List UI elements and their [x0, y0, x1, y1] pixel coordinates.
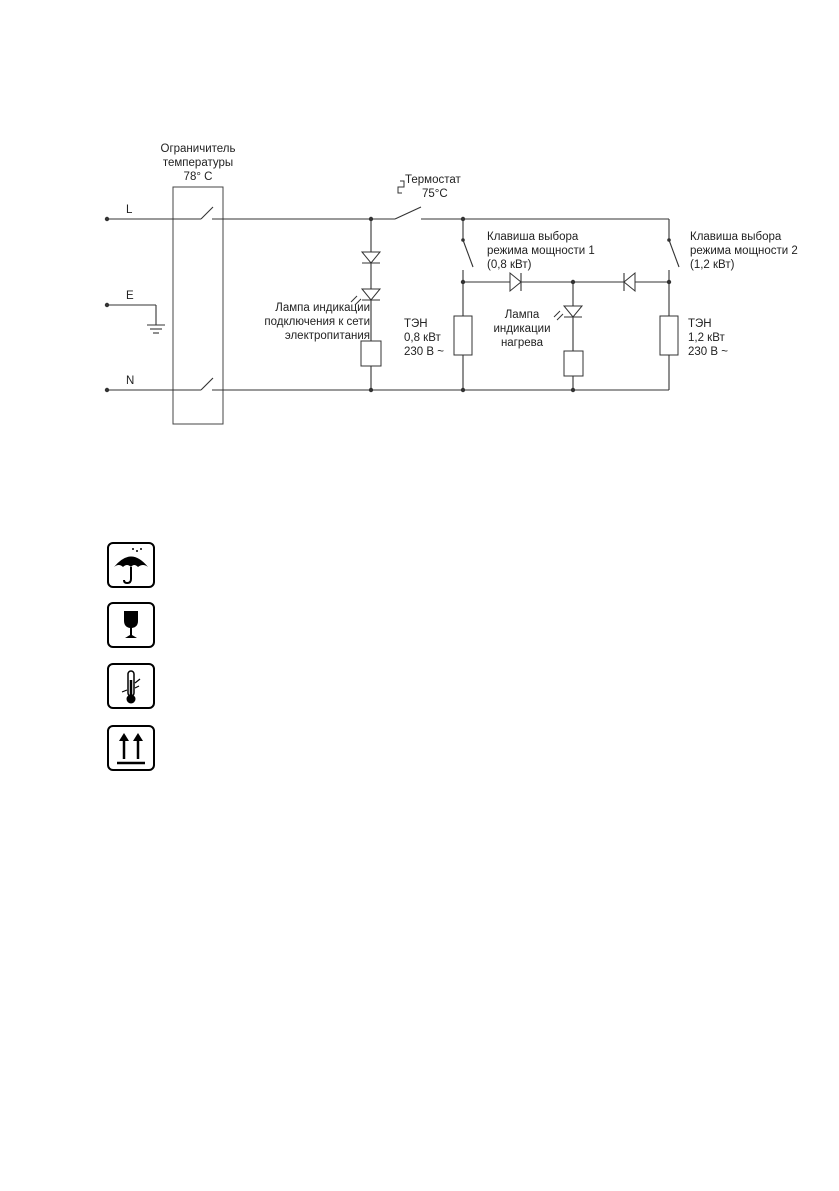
- lamp-power-label-line3: электропитания: [285, 330, 370, 342]
- heater2-label-line2: 1,2 кВт: [688, 332, 726, 344]
- heater1-label-line3: 230 В ~: [404, 346, 444, 358]
- thermostat-symbol: [397, 180, 405, 194]
- limiter-label-line1: Ограничитель: [161, 143, 236, 155]
- thermostat-label-line1: Термостат: [405, 174, 462, 186]
- switch1-label-line3: (0,8 кВт): [487, 259, 532, 271]
- terminal-L-label: L: [126, 204, 133, 216]
- heater1-label-line2: 0,8 кВт: [404, 332, 442, 344]
- switch1-label-line1: Клавиша выбора: [487, 231, 579, 243]
- power-indicator-branch: [350, 216, 382, 393]
- fragile-glass-icon: [107, 602, 155, 648]
- umbrella-icon: [107, 542, 155, 588]
- lamp-heat-label-line3: нагрева: [501, 337, 544, 349]
- terminal-N-label: N: [126, 375, 134, 387]
- heater1-label-line1: ТЭН: [404, 318, 428, 330]
- this-way-up-icon: [107, 725, 155, 771]
- line-E-ground: [104, 302, 165, 334]
- lamp-power-label-line2: подключения к сети: [264, 316, 370, 328]
- lamp-heat-label-line2: индикации: [493, 323, 550, 335]
- lamp-power-label-line1: Лампа индикации: [275, 302, 370, 314]
- heater1-branch: [453, 216, 474, 393]
- terminal-E-label: E: [126, 290, 134, 302]
- switch1-label-line2: режима мощности 1: [487, 245, 595, 257]
- limiter-label-line2: температуры: [163, 157, 233, 169]
- limiter-label-line3: 78° С: [184, 171, 213, 183]
- temperature-limiter-box: [172, 186, 224, 425]
- lamp-heat-label-line1: Лампа: [505, 309, 540, 321]
- line-N: [104, 377, 669, 393]
- heating-indicator-branch: [463, 271, 669, 393]
- thermometer-icon: [107, 663, 155, 709]
- switch2-label-line2: режима мощности 2: [690, 245, 798, 257]
- heater2-label-line3: 230 В ~: [688, 346, 728, 358]
- switch2-label-line3: (1,2 кВт): [690, 259, 735, 271]
- switch2-label-line1: Клавиша выбора: [690, 231, 782, 243]
- heater2-branch: [659, 219, 680, 390]
- line-L: [104, 206, 669, 222]
- thermostat-label-line2: 75°С: [422, 188, 448, 200]
- heater2-label-line1: ТЭН: [688, 318, 712, 330]
